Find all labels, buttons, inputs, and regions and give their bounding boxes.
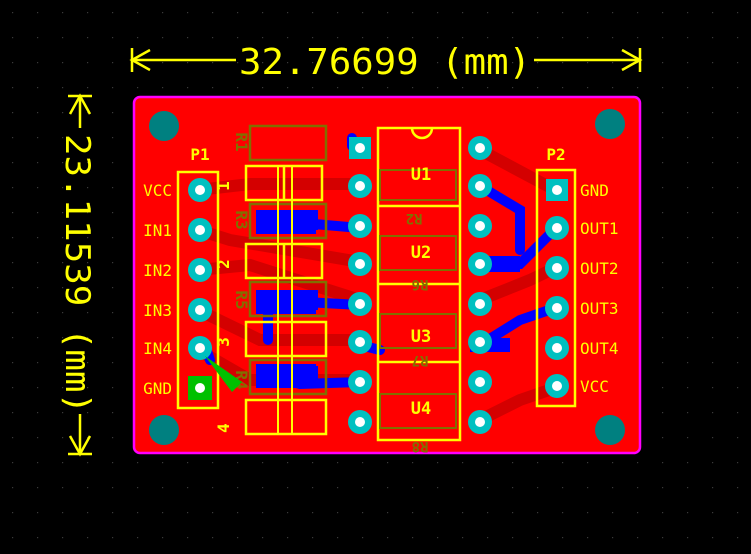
mounting-hole-top-left [149, 111, 179, 141]
ic-drill [475, 181, 485, 191]
label-u3: U3 [411, 327, 431, 347]
label-r7: R7 [412, 352, 429, 368]
p2-ref-label: P2 [546, 145, 565, 164]
ic-drill [475, 337, 485, 347]
p1-pin-label: IN1 [143, 221, 172, 240]
ic-drill [475, 143, 485, 153]
p2-drill [552, 223, 562, 233]
label-n1: 1 [214, 181, 233, 191]
p2-pin-label: OUT1 [580, 219, 619, 238]
p1-pin-label: VCC [143, 181, 172, 200]
label-u4: U4 [411, 399, 431, 419]
resistor-column-lines [277, 166, 293, 434]
p1-drill [195, 305, 205, 315]
smd-pad [300, 210, 318, 230]
p1-drill [195, 383, 205, 393]
p2-drill [552, 263, 562, 273]
width-dimension-label: 32.76699 (mm) [239, 42, 531, 83]
resistor-footprints-bottom [248, 124, 328, 396]
label-r1: R1 [232, 132, 251, 151]
mounting-hole-top-right [595, 109, 625, 139]
label-r6: R6 [412, 276, 429, 292]
p1-drill [195, 185, 205, 195]
mounting-hole-bottom-left [149, 415, 179, 445]
ic-column-outline [376, 126, 462, 442]
resistor-footprints-top [244, 164, 328, 436]
height-dimension [68, 93, 92, 457]
p2-drill [552, 185, 562, 195]
p2-pin-label: OUT2 [580, 259, 619, 278]
ic-drill [355, 337, 365, 347]
p1-pin-label: IN2 [143, 261, 172, 280]
pin1-marker [205, 356, 242, 392]
p2-pin-label: OUT4 [580, 339, 619, 358]
p1-pin-label: GND [143, 379, 172, 398]
ic-drill [475, 221, 485, 231]
label-n2: 2 [214, 259, 233, 269]
p2-outline [535, 168, 577, 408]
smd-pad [300, 366, 318, 386]
smd-pad [256, 290, 274, 310]
ic-drill [355, 417, 365, 427]
p1-pin-label: IN4 [143, 339, 172, 358]
p1-drill [195, 265, 205, 275]
p2-drill [552, 381, 562, 391]
ic-drill [355, 259, 365, 269]
label-r2: R2 [406, 210, 423, 226]
ic-drill [355, 377, 365, 387]
smd-pad [300, 290, 318, 310]
p1-drill [195, 343, 205, 353]
label-n4: 4 [214, 423, 233, 433]
p2-pin-label: GND [580, 181, 609, 200]
width-dimension [129, 48, 643, 72]
mounting-holes [149, 109, 625, 445]
ic-inner-boxes [379, 169, 457, 429]
label-u2: U2 [411, 243, 431, 263]
label-r8: R8 [412, 438, 429, 454]
p1-drill [195, 225, 205, 235]
p2-pin-label: OUT3 [580, 299, 619, 318]
label-r5: R5 [232, 290, 251, 309]
p2-pin-label: VCC [580, 377, 609, 396]
p1-pin-label: IN3 [143, 301, 172, 320]
ic-drill [355, 221, 365, 231]
label-n3: 3 [214, 337, 233, 347]
ic-drill [475, 259, 485, 269]
mounting-hole-bottom-right [595, 415, 625, 445]
p2-drill [552, 303, 562, 313]
ic-drill [475, 417, 485, 427]
p1-ref-label: P1 [190, 145, 209, 164]
height-dimension-label: 23.11539 (mm) [57, 134, 97, 414]
label-u1: U1 [411, 165, 431, 185]
smd-pad [256, 210, 274, 230]
ic-drill [475, 377, 485, 387]
p1-outline [176, 170, 220, 410]
ic-drill [355, 181, 365, 191]
board-outline [132, 95, 642, 455]
p2-drill [552, 343, 562, 353]
label-r3: R3 [232, 210, 251, 229]
smd-pad [256, 366, 274, 386]
ic-drill [475, 299, 485, 309]
ic-drill [355, 143, 365, 153]
ic-drill [355, 299, 365, 309]
